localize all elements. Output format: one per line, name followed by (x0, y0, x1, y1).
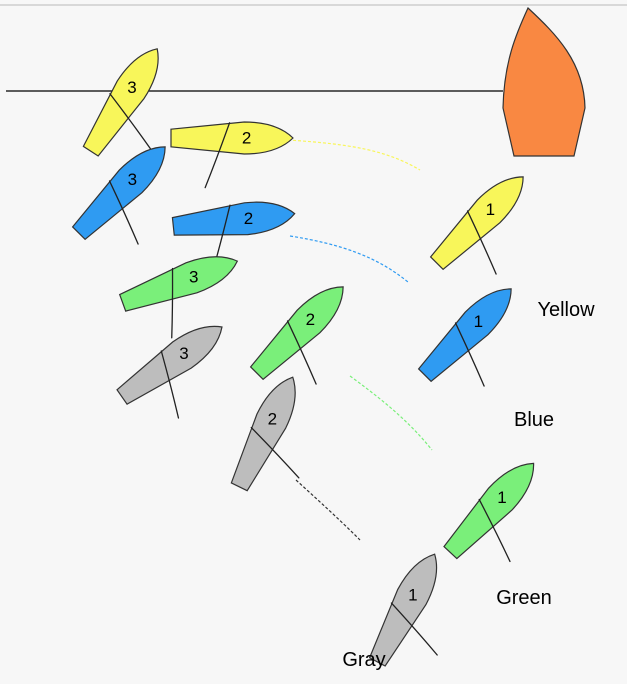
gray-boat-hull (368, 553, 438, 667)
green-boat-3: 3 (118, 256, 239, 339)
yellow-boat-1: 1 (429, 176, 524, 275)
blue-track-line (289, 235, 409, 283)
green-boat-2: 2 (249, 286, 344, 385)
gray-boat-sail (390, 602, 438, 656)
fleet-label-gray: Gray (342, 649, 385, 671)
gray-boat-number: 3 (179, 344, 188, 363)
gray-boat-1: 1 (368, 553, 438, 667)
blue-boat-hull (171, 201, 296, 236)
gray-boat-hull (230, 376, 296, 492)
fleet-labels: Yellow Blue Green Gray (342, 299, 595, 671)
gray-boat-number: 1 (408, 586, 417, 605)
blue-boat-number: 1 (474, 312, 483, 331)
blue-boat-3: 3 (71, 146, 166, 245)
yellow-boat-number: 2 (242, 129, 251, 148)
green-track-line (349, 375, 433, 451)
gray-boat-number: 2 (268, 409, 277, 428)
green-boat-1: 1 (443, 462, 535, 563)
orange-boat-icon (502, 6, 586, 157)
blue-boat-hull (417, 288, 512, 383)
yellow-boat-hull (429, 176, 524, 271)
fleet-label-green: Green (496, 587, 552, 609)
yellow-boat-number: 1 (486, 200, 495, 219)
boats-layer: 3 2 1 3 2 1 3 2 1 3 2 1 (71, 48, 535, 667)
green-boat-sail (478, 498, 511, 563)
green-boat-number: 1 (497, 488, 506, 507)
yellow-boat-sail (466, 210, 497, 275)
fleet-label-blue: Blue (514, 409, 554, 431)
green-boat-hull (249, 286, 344, 381)
green-boat-number: 3 (189, 267, 198, 286)
green-boat-sail (286, 320, 317, 385)
yellow-boat-sail (204, 122, 231, 189)
fleet-label-yellow: Yellow (537, 299, 595, 321)
blue-boat-sail (454, 322, 485, 387)
gray-boat-2: 2 (230, 376, 300, 492)
yellow-boat-3: 3 (82, 48, 159, 157)
yellow-boat-sail (109, 93, 152, 151)
blue-boat-1: 1 (417, 288, 512, 387)
green-boat-hull (118, 256, 239, 312)
green-boat-sail (171, 267, 174, 339)
blue-boat-number: 3 (128, 170, 137, 189)
yellow-boat-number: 3 (127, 78, 136, 97)
tracks-layer (287, 139, 433, 541)
gray-boat-sail (250, 426, 300, 479)
gray-boat-sail (160, 350, 180, 419)
yellow-track-line (287, 139, 421, 171)
gray-boat-hull (116, 325, 223, 405)
yellow-boat-2: 2 (170, 121, 294, 189)
yellow-boat-hull (82, 48, 159, 157)
blue-boat-hull (71, 146, 166, 241)
blue-boat-number: 2 (244, 209, 253, 228)
green-boat-hull (443, 462, 535, 560)
gray-boat-3: 3 (116, 325, 223, 419)
green-boat-number: 2 (306, 310, 315, 329)
yellow-boat-hull (170, 121, 294, 155)
blue-boat-sail (108, 180, 139, 245)
